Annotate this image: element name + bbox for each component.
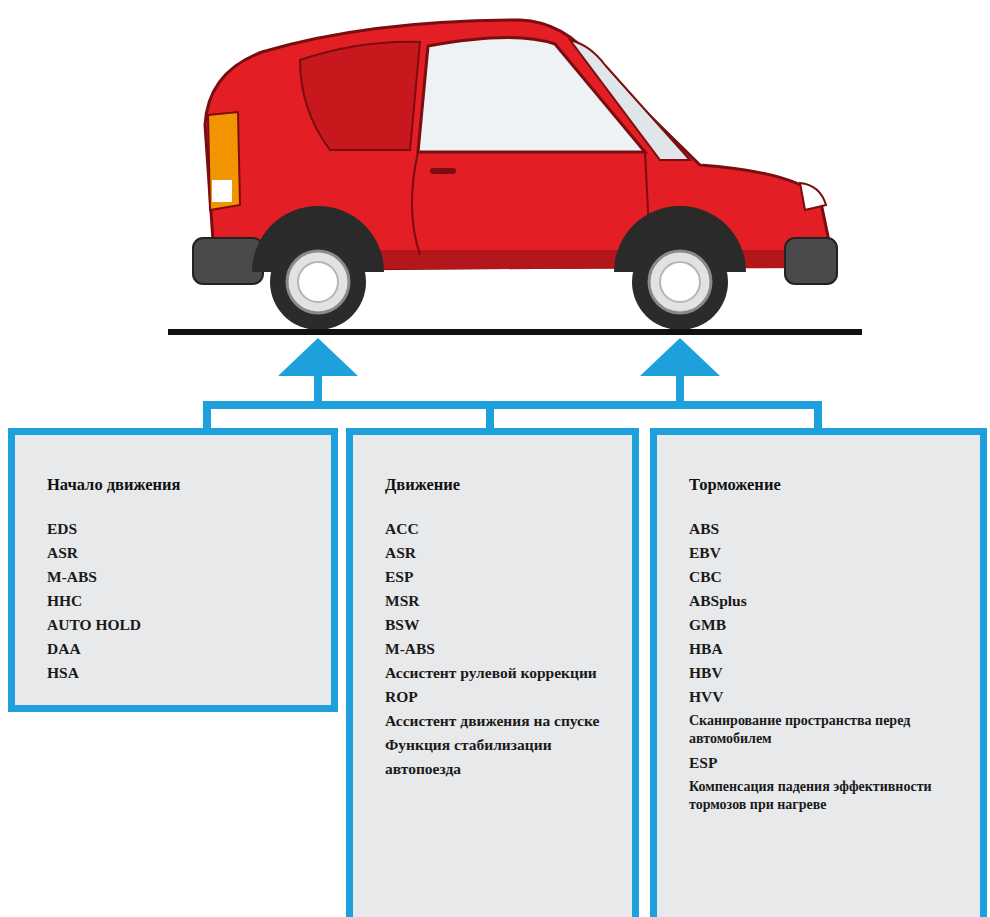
- system-item: ESP: [385, 565, 618, 589]
- system-item: ACC: [385, 517, 618, 541]
- system-item: DAA: [47, 637, 317, 661]
- rear-wheel: [270, 234, 366, 330]
- system-item: M-ABS: [385, 637, 618, 661]
- headlight: [800, 183, 826, 210]
- arrow-head: [640, 338, 720, 376]
- bracket-lines: [207, 372, 818, 432]
- front-bumper: [785, 238, 837, 284]
- system-item: Ассистент рулевой коррекции: [385, 661, 618, 685]
- system-item: M-ABS: [47, 565, 317, 589]
- rear-lamp: [208, 112, 240, 210]
- system-item: ABSplus: [689, 589, 966, 613]
- car-windshield: [570, 40, 690, 160]
- rear-lamp-white: [212, 180, 232, 202]
- system-item: MSR: [385, 589, 618, 613]
- ground-line: [168, 329, 862, 335]
- system-item: AUTO HOLD: [47, 613, 317, 637]
- system-item: ASR: [47, 541, 317, 565]
- system-item: Сканирование пространства перед автомоби…: [689, 712, 966, 748]
- system-item: HVV: [689, 685, 966, 709]
- system-item: ESP: [689, 751, 966, 775]
- box-heading: Начало движения: [47, 473, 317, 497]
- door-handle: [430, 168, 456, 174]
- system-item: Ассистент движения на спуске: [385, 709, 618, 733]
- system-item: HHC: [47, 589, 317, 613]
- car-panel: [300, 42, 420, 150]
- system-item: ROP: [385, 685, 618, 709]
- system-item: HBV: [689, 661, 966, 685]
- arrow-head: [278, 338, 358, 376]
- box-heading: Торможение: [689, 473, 966, 497]
- category-box: Начало движенияEDSASRM-ABSHHCAUTO HOLDDA…: [8, 428, 338, 712]
- category-box: ДвижениеACCASRESPMSRBSWM-ABSАссистент ру…: [346, 428, 639, 917]
- system-item: Функция стабилизации автопоезда: [385, 733, 618, 781]
- system-item: GMB: [689, 613, 966, 637]
- front-wheel: [632, 234, 728, 330]
- system-item: EBV: [689, 541, 966, 565]
- system-item: HSA: [47, 661, 317, 685]
- system-item: ASR: [385, 541, 618, 565]
- system-item: CBC: [689, 565, 966, 589]
- category-box: ТорможениеABSEBVCBCABSplusGMBHBAHBVHVV Ск…: [650, 428, 987, 917]
- system-item: EDS: [47, 517, 317, 541]
- system-item: BSW: [385, 613, 618, 637]
- door-line: [412, 152, 420, 255]
- system-item: HBA: [689, 637, 966, 661]
- box-heading: Движение: [385, 473, 618, 497]
- system-item: ABS: [689, 517, 966, 541]
- system-item: Компенсация падения эффективности тормоз…: [689, 778, 966, 814]
- rear-bumper: [193, 238, 263, 284]
